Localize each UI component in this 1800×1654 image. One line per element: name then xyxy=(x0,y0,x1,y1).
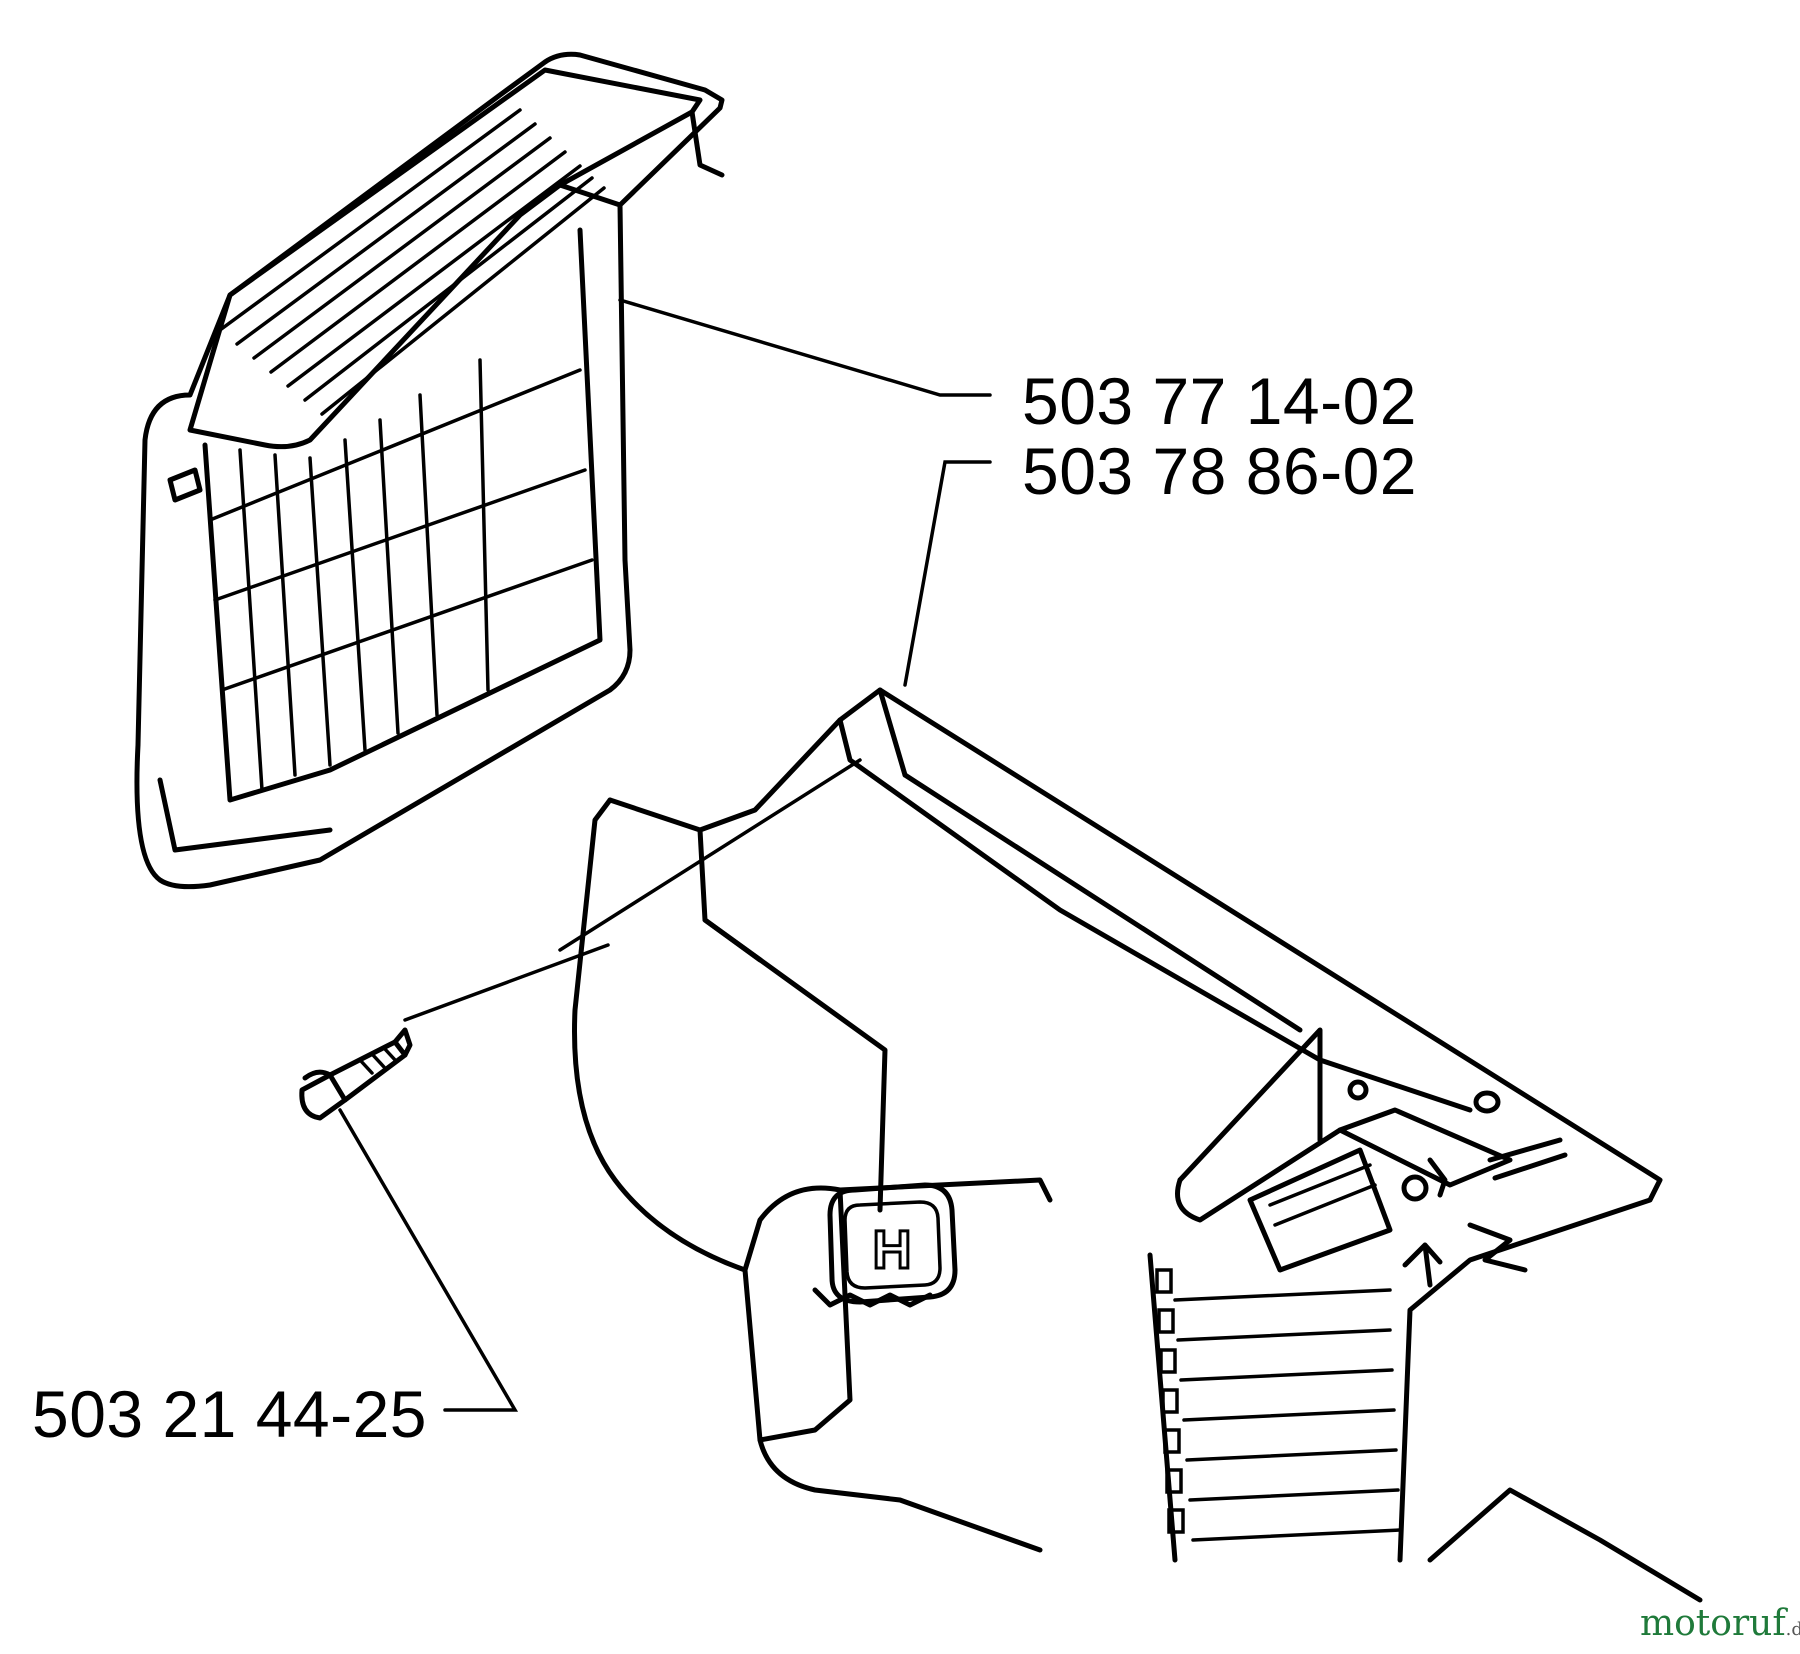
cover-grille xyxy=(167,227,603,803)
part-label-cylinder-cover: 503 78 86-02 xyxy=(1022,434,1418,508)
cover-ribs xyxy=(218,108,606,416)
leader-lines xyxy=(338,298,992,1412)
watermark-brand: motoruf xyxy=(1640,1603,1786,1644)
watermark-suffix: .de xyxy=(1785,1619,1800,1640)
logo-letter: H xyxy=(873,1220,912,1280)
part-label-air-filter-cover: 503 77 14-02 xyxy=(1022,364,1418,438)
watermark: motoruf.de xyxy=(1640,1606,1800,1642)
part-label-screw: 503 21 44-25 xyxy=(32,1377,428,1451)
cylinder-cover-vents xyxy=(1147,1252,1402,1563)
brand-logo: H xyxy=(812,1182,958,1308)
air-filter-cover xyxy=(134,51,725,890)
cylinder-cover: H xyxy=(572,687,1703,1603)
screw xyxy=(299,1027,413,1121)
